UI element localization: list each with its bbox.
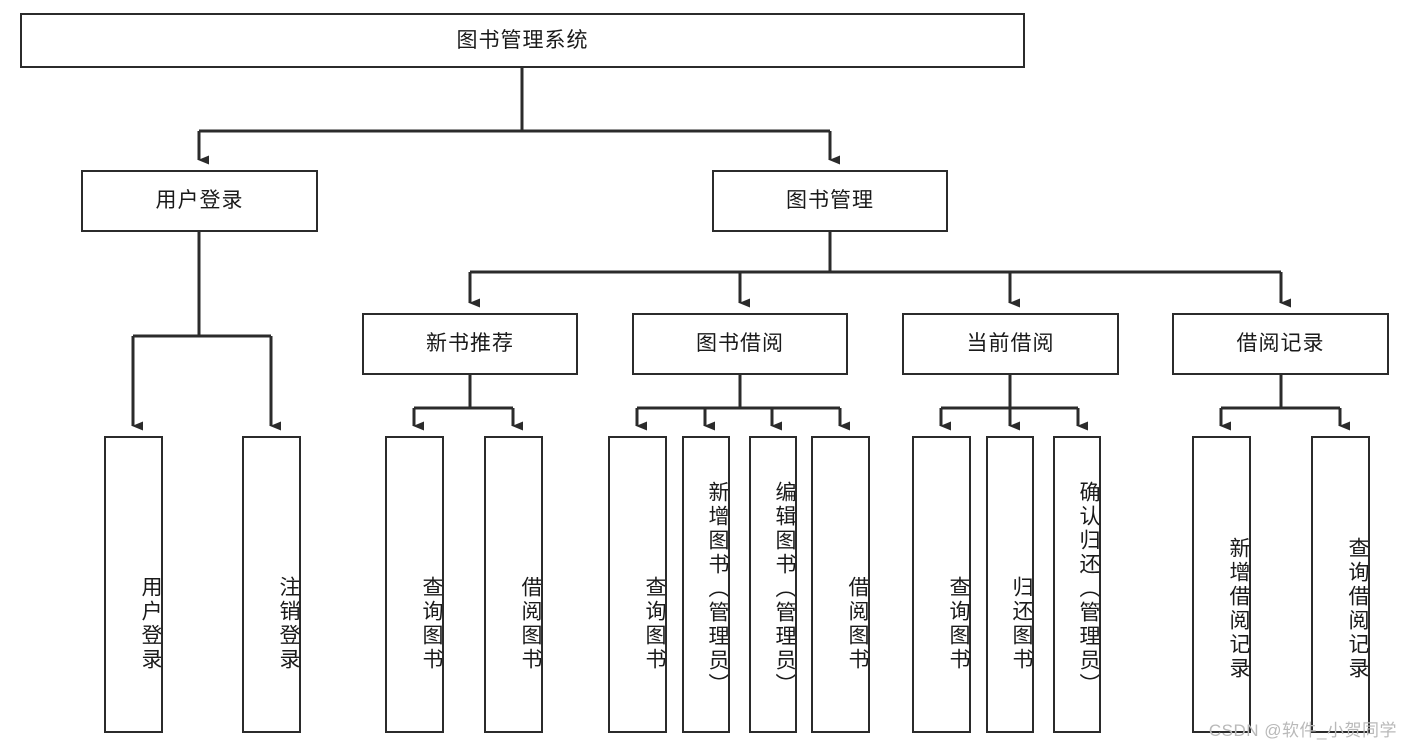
leaf-current-query-books[interactable]: 查询图书	[912, 436, 971, 733]
leaf-user-login-signin[interactable]: 用户登录	[104, 436, 163, 733]
leaf-borrow-add-book-admin[interactable]: 新增图书（管理员）	[682, 436, 730, 733]
node-label: 图书管理	[786, 189, 874, 213]
leaf-current-confirm-return-admin[interactable]: 确认归还（管理员）	[1053, 436, 1101, 733]
node-label: 编辑图书（管理员）	[773, 480, 796, 697]
node-label: 确认归还（管理员）	[1077, 480, 1100, 697]
node-label: 查询图书	[947, 575, 970, 672]
node-label: 图书管理系统	[456, 28, 589, 52]
node-book-management[interactable]: 图书管理	[712, 170, 948, 232]
node-book-borrow[interactable]: 图书借阅	[632, 313, 848, 375]
node-current-borrow[interactable]: 当前借阅	[902, 313, 1119, 375]
node-borrow-records[interactable]: 借阅记录	[1172, 313, 1389, 375]
leaf-user-login-signout[interactable]: 注销登录	[242, 436, 301, 733]
leaf-borrow-query-books[interactable]: 查询图书	[608, 436, 667, 733]
node-label: 查询图书	[643, 575, 666, 672]
node-label: 归还图书	[1010, 575, 1033, 672]
leaf-records-add-record[interactable]: 新增借阅记录	[1192, 436, 1251, 733]
node-label: 图书借阅	[696, 332, 784, 356]
node-user-login[interactable]: 用户登录	[81, 170, 318, 232]
leaf-new-book-borrow-books[interactable]: 借阅图书	[484, 436, 543, 733]
node-label: 借阅记录	[1236, 332, 1325, 356]
leaf-borrow-borrow-books[interactable]: 借阅图书	[811, 436, 870, 733]
node-label: 用户登录	[139, 575, 162, 672]
leaf-borrow-edit-book-admin[interactable]: 编辑图书（管理员）	[749, 436, 797, 733]
node-label: 注销登录	[277, 575, 300, 672]
node-root-book-management-system[interactable]: 图书管理系统	[20, 13, 1025, 68]
node-label: 借阅图书	[519, 575, 542, 672]
node-label: 借阅图书	[846, 575, 869, 672]
node-label: 新书推荐	[426, 332, 514, 356]
leaf-records-query-record[interactable]: 查询借阅记录	[1311, 436, 1370, 733]
leaf-new-book-query-books[interactable]: 查询图书	[385, 436, 444, 733]
node-label: 查询借阅记录	[1346, 536, 1369, 681]
node-label: 查询图书	[420, 575, 443, 672]
node-label: 新增图书（管理员）	[706, 480, 729, 697]
leaf-current-return-books[interactable]: 归还图书	[986, 436, 1034, 733]
node-new-book-recommend[interactable]: 新书推荐	[362, 313, 578, 375]
node-label: 新增借阅记录	[1227, 536, 1250, 681]
node-label: 用户登录	[155, 189, 244, 213]
node-label: 当前借阅	[966, 332, 1055, 356]
